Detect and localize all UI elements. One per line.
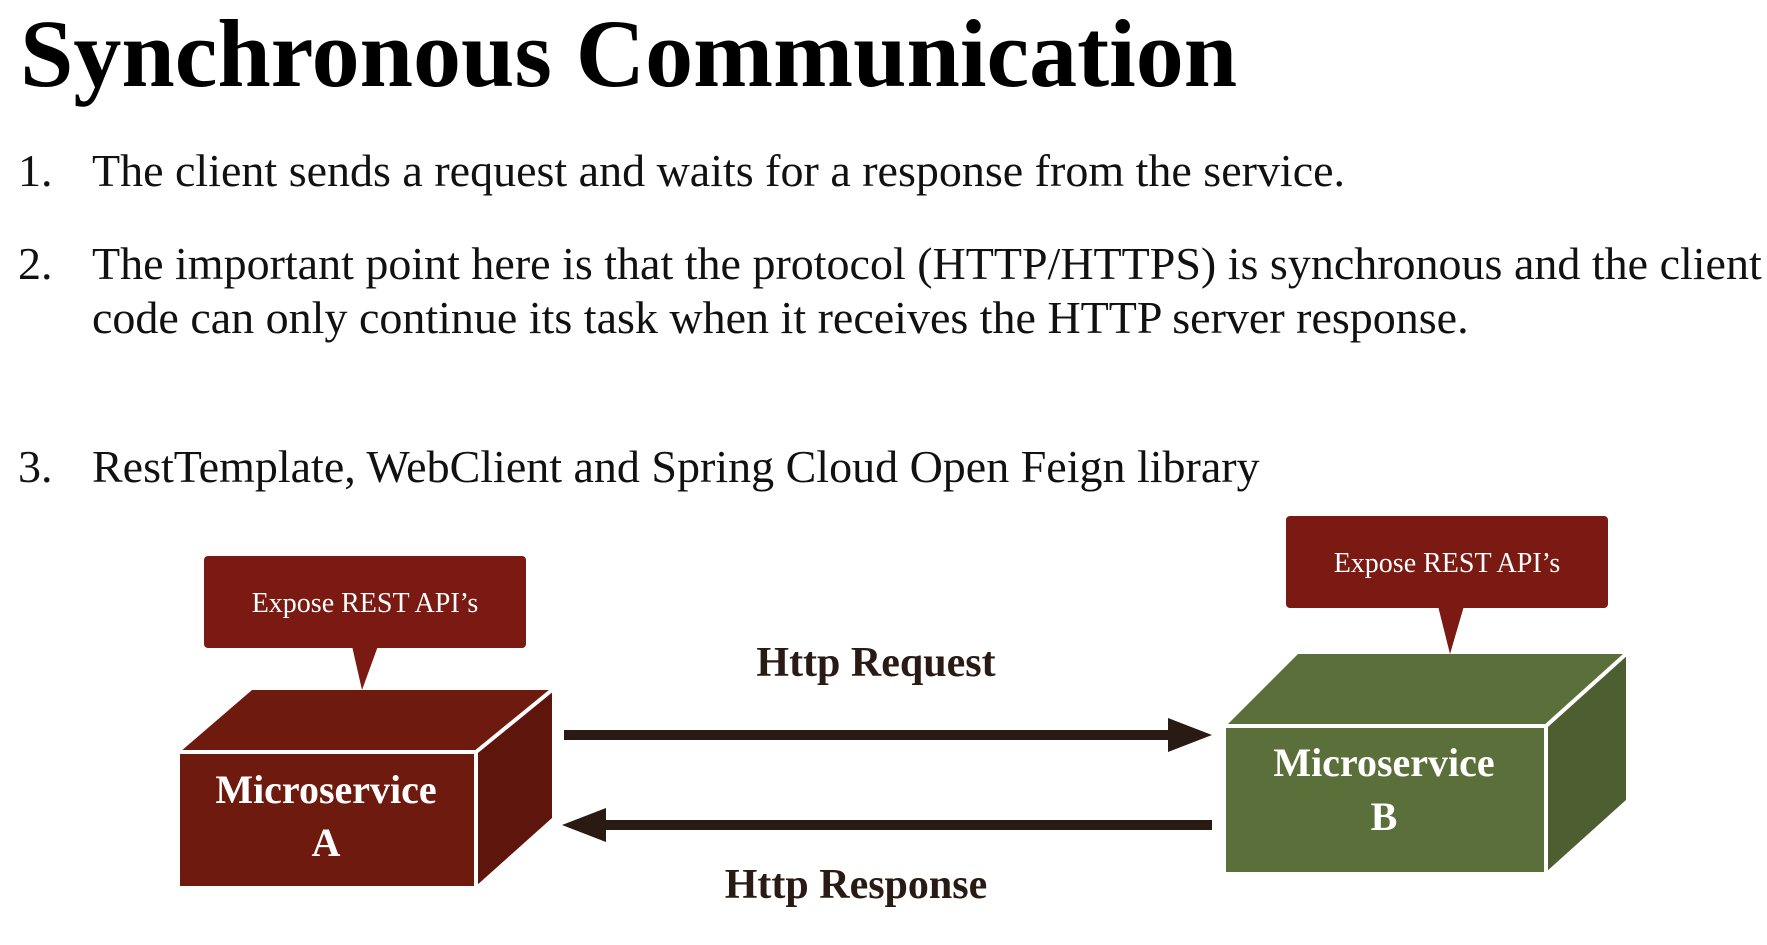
microservice-a-box: Microservice A (180, 688, 554, 886)
callout-service-a: Expose REST API’s (204, 556, 526, 690)
request-label: Http Request (756, 640, 995, 686)
point-number: 2. (18, 238, 53, 289)
response-label: Http Response (725, 862, 988, 908)
slide-title: Synchronous Communication (20, 0, 1238, 107)
microservice-a-label-line1: Microservice (215, 767, 436, 812)
callout-text: Expose REST API’s (1334, 548, 1561, 579)
response-arrow (562, 808, 1212, 842)
point-text: The important point here is that the pro… (92, 238, 1762, 343)
microservice-b-label-line1: Microservice (1273, 740, 1494, 785)
microservice-a-label-line2: A (312, 820, 341, 865)
point-text: The client sends a request and waits for… (92, 145, 1346, 196)
callout-text: Expose REST API’s (252, 588, 479, 619)
point-number: 3. (18, 441, 53, 492)
request-arrow (564, 718, 1212, 752)
microservice-b-box: Microservice B (1226, 652, 1628, 872)
callout-service-b: Expose REST API’s (1286, 516, 1608, 654)
point-number: 1. (18, 145, 53, 196)
microservice-b-label-line2: B (1371, 794, 1398, 839)
point-text: RestTemplate, WebClient and Spring Cloud… (92, 441, 1260, 492)
